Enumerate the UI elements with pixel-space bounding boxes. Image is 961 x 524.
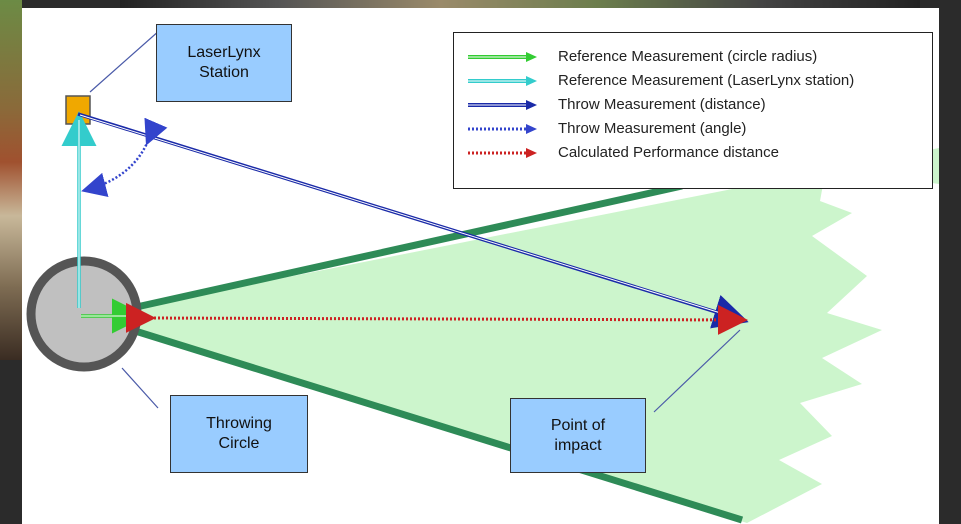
legend-item-throw-distance: Throw Measurement (distance) <box>454 93 932 117</box>
circle-leader-line <box>121 367 159 409</box>
legend-swatch-station <box>468 76 537 86</box>
throw-angle-arrow <box>81 117 168 198</box>
legend-swatch-throw-angle <box>468 124 537 134</box>
circle-callout: Throwing Circle <box>170 395 308 473</box>
sector-line-upper <box>131 182 683 312</box>
legend-swatch-throw-distance <box>468 100 537 110</box>
performance-distance-arrow <box>125 302 748 335</box>
legend-label: Throw Measurement (angle) <box>558 120 747 137</box>
legend-label: Reference Measurement (LaserLynx station… <box>558 72 855 89</box>
throwing-circle <box>26 256 142 372</box>
legend-item-station: Reference Measurement (LaserLynx station… <box>454 69 932 93</box>
station-leader-line <box>89 29 161 93</box>
sector-line-lower <box>130 326 744 524</box>
legend-item-circle-radius: Reference Measurement (circle radius) <box>454 45 932 69</box>
legend-label: Calculated Performance distance <box>558 144 779 161</box>
background-photo-top <box>120 0 920 8</box>
diagram-svg <box>26 29 939 524</box>
landing-sector <box>132 148 939 523</box>
impact-leader-line <box>653 329 741 413</box>
station-callout: LaserLynx Station <box>156 24 292 102</box>
legend-swatch-circle-radius <box>468 52 537 62</box>
legend-label: Throw Measurement (distance) <box>558 96 766 113</box>
background-photo-left <box>0 0 22 360</box>
impact-callout: Point of impact <box>510 398 646 473</box>
legend: Reference Measurement (circle radius) Re… <box>453 32 933 189</box>
legend-item-performance: Calculated Performance distance <box>454 141 932 165</box>
throw-distance-arrow-core <box>79 114 741 320</box>
legend-label: Reference Measurement (circle radius) <box>558 48 818 65</box>
legend-item-throw-angle: Throw Measurement (angle) <box>454 117 932 141</box>
diagram-canvas: LaserLynx Station Throwing Circle Point … <box>22 8 939 524</box>
legend-swatch-performance <box>468 148 537 158</box>
